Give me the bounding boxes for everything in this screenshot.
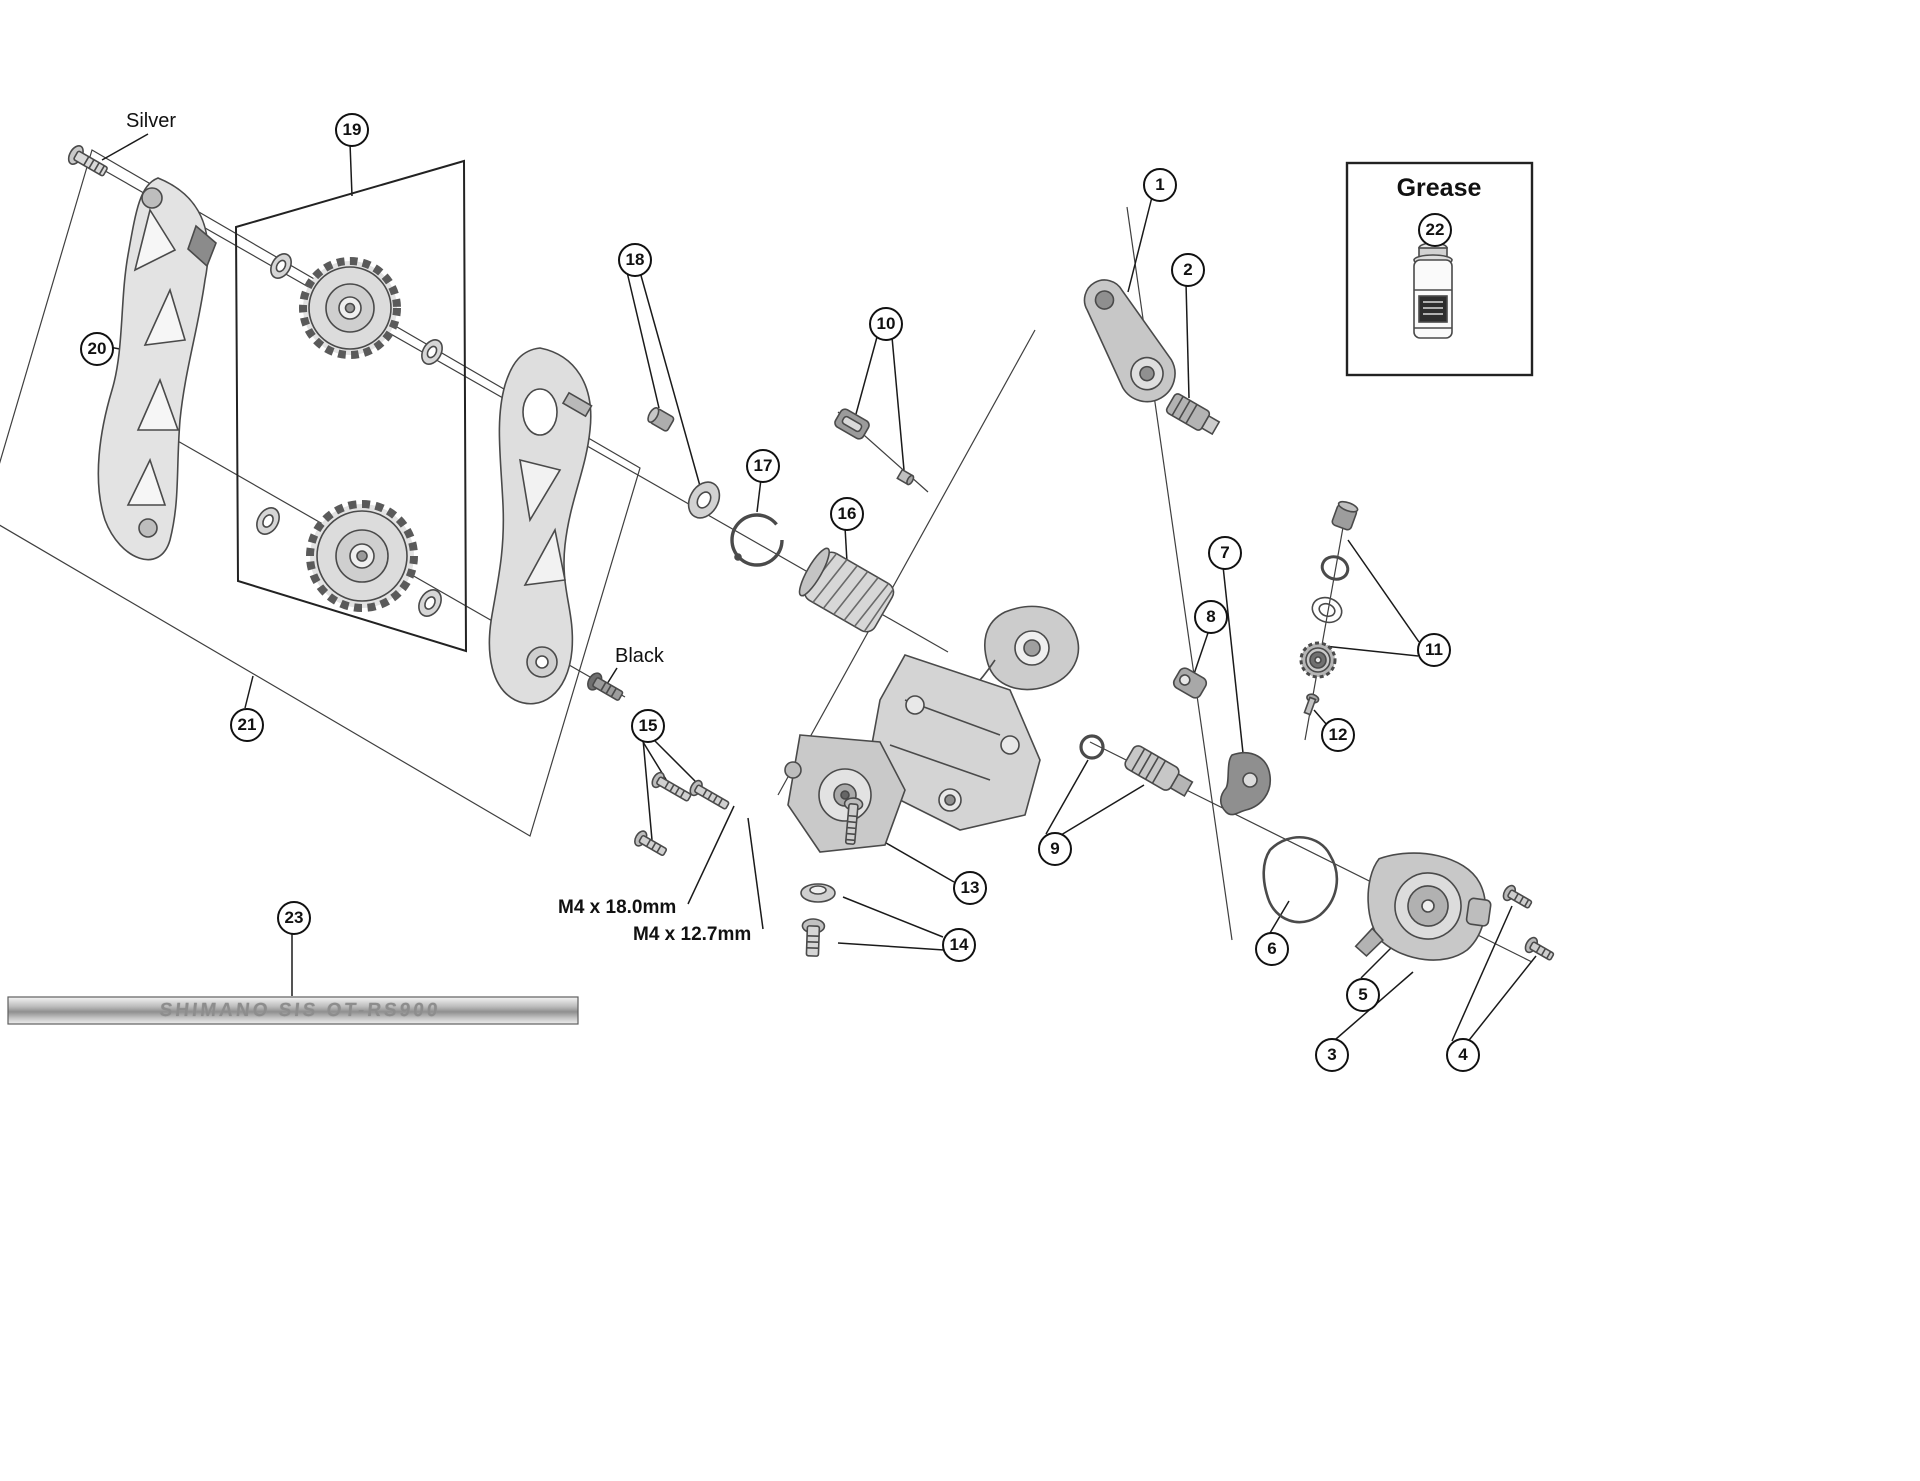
adjuster-parts xyxy=(1079,734,1194,798)
guide-pulley xyxy=(299,257,401,359)
bolt-black xyxy=(587,672,624,701)
callout-16: 16 xyxy=(830,497,864,531)
callout-13: 13 xyxy=(953,871,987,905)
washer-and-bolt xyxy=(800,883,836,957)
guide-lines xyxy=(0,149,1533,963)
cable-guide xyxy=(1172,667,1208,699)
callout-17: 17 xyxy=(746,449,780,483)
callout-4: 4 xyxy=(1446,1038,1480,1072)
set-screw xyxy=(1303,693,1320,716)
callout-2: 2 xyxy=(1171,253,1205,287)
snap-ring xyxy=(730,513,784,567)
b-axle-unit xyxy=(1165,393,1221,436)
tension-pulley xyxy=(306,500,418,612)
gasket xyxy=(1262,836,1339,924)
callout-11: 11 xyxy=(1417,633,1451,667)
callout-1: 1 xyxy=(1143,168,1177,202)
grease-jar-icon xyxy=(1413,242,1453,339)
label-m4-18mm: M4 x 18.0mm xyxy=(558,897,677,918)
tension-spring xyxy=(798,547,895,633)
pulley-group-box xyxy=(234,159,468,653)
callout-18: 18 xyxy=(618,243,652,277)
callout-7: 7 xyxy=(1208,536,1242,570)
bracket-link xyxy=(1083,279,1176,403)
callout-20: 20 xyxy=(80,332,114,366)
callout-3: 3 xyxy=(1315,1038,1349,1072)
pulley-washers xyxy=(256,253,443,617)
label-silver: Silver xyxy=(126,110,177,132)
cable-housing-marking: SHIMANO SIS OT-RS900 xyxy=(158,1000,442,1021)
bolt-silver xyxy=(67,145,108,177)
cable-fixing-parts xyxy=(834,408,915,486)
callout-9: 9 xyxy=(1038,832,1072,866)
callout-14: 14 xyxy=(942,928,976,962)
switch-lever xyxy=(1219,751,1271,816)
inner-plate xyxy=(97,177,217,561)
grease-box xyxy=(1345,161,1534,377)
parts-layer xyxy=(7,145,1555,1025)
cable-housing xyxy=(7,996,579,1025)
callout-12: 12 xyxy=(1321,718,1355,752)
outer-plate xyxy=(488,347,593,705)
plate-bolts xyxy=(634,771,730,857)
label-grease: Grease xyxy=(1396,174,1482,202)
callout-22: 22 xyxy=(1418,213,1452,247)
callout-21: 21 xyxy=(230,708,264,742)
leader-lines xyxy=(101,133,1537,1045)
cover-screws xyxy=(1502,884,1555,961)
clutch-cover-unit xyxy=(1354,852,1492,961)
label-black: Black xyxy=(615,645,664,667)
callout-19: 19 xyxy=(335,113,369,147)
callout-10: 10 xyxy=(869,307,903,341)
clutch-seal-parts xyxy=(1299,500,1359,716)
main-body xyxy=(784,605,1080,853)
plate-axle-parts xyxy=(647,406,721,519)
callout-8: 8 xyxy=(1194,600,1228,634)
callout-23: 23 xyxy=(277,901,311,935)
callout-6: 6 xyxy=(1255,932,1289,966)
label-m4-127mm: M4 x 12.7mm xyxy=(633,924,752,945)
stud-bolt xyxy=(843,797,864,845)
callout-5: 5 xyxy=(1346,978,1380,1012)
callout-15: 15 xyxy=(631,709,665,743)
